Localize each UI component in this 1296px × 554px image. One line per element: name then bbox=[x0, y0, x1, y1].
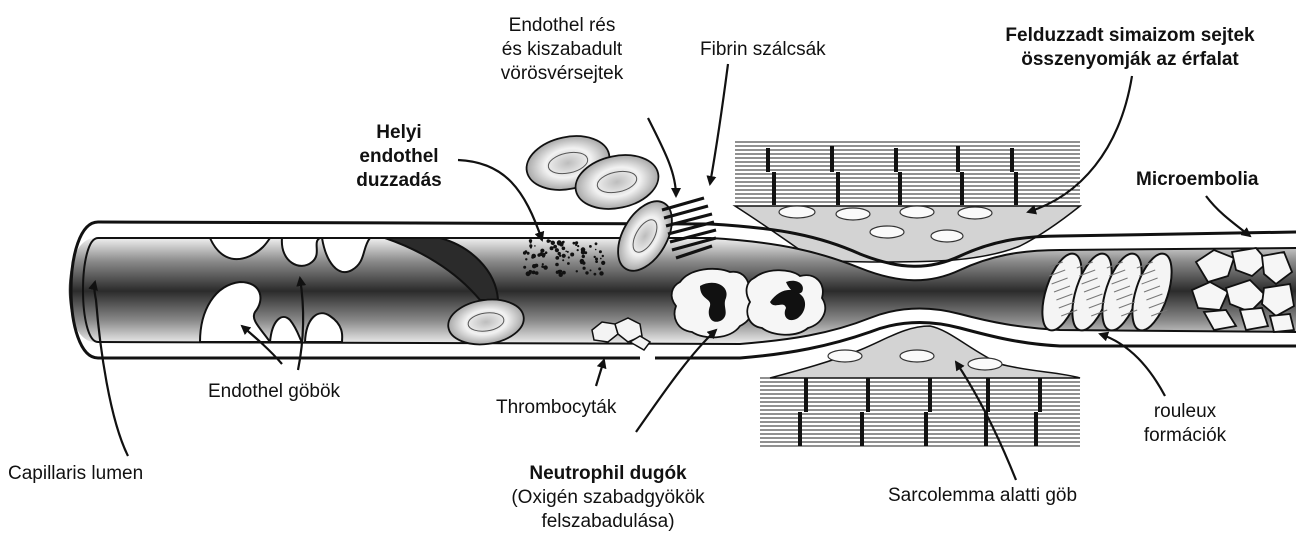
arrow-thrombocytak bbox=[596, 360, 604, 386]
arrow-rouleux bbox=[1100, 334, 1165, 396]
label-neutrophil-title: Neutrophil dugók bbox=[498, 462, 718, 486]
label-microembolia: Microembolia bbox=[1136, 168, 1258, 192]
arrow-microembolia bbox=[1206, 196, 1250, 236]
label-helyi-endothel-duzzadas: Helyi endothel duzzadás bbox=[345, 121, 453, 193]
label-rouleux-formaciok: rouleux formációk bbox=[1130, 400, 1240, 448]
label-sarcolemma-alatti-gob: Sarcolemma alatti göb bbox=[888, 484, 1077, 508]
label-fibrin-szalcsak: Fibrin szálcsák bbox=[700, 38, 826, 62]
arrow-simaizom bbox=[1028, 76, 1132, 212]
upper-muscle-block bbox=[735, 142, 1080, 262]
arrow-fibrin bbox=[710, 64, 728, 184]
label-felduzzadt-simaizom: Felduzzadt simaizom sejtek összenyomják … bbox=[980, 24, 1280, 72]
label-capillaris-lumen: Capillaris lumen bbox=[8, 462, 143, 486]
microembolia-clump bbox=[1192, 248, 1294, 332]
label-endothel-gobok: Endothel göbök bbox=[208, 380, 340, 404]
label-neutrophil-dugok: Neutrophil dugók (Oxigén szabadgyökök fe… bbox=[498, 462, 718, 534]
label-thrombocytak: Thrombocyták bbox=[496, 396, 616, 420]
label-endothel-res: Endothel rés és kiszabadult vörösvérsejt… bbox=[472, 14, 652, 86]
